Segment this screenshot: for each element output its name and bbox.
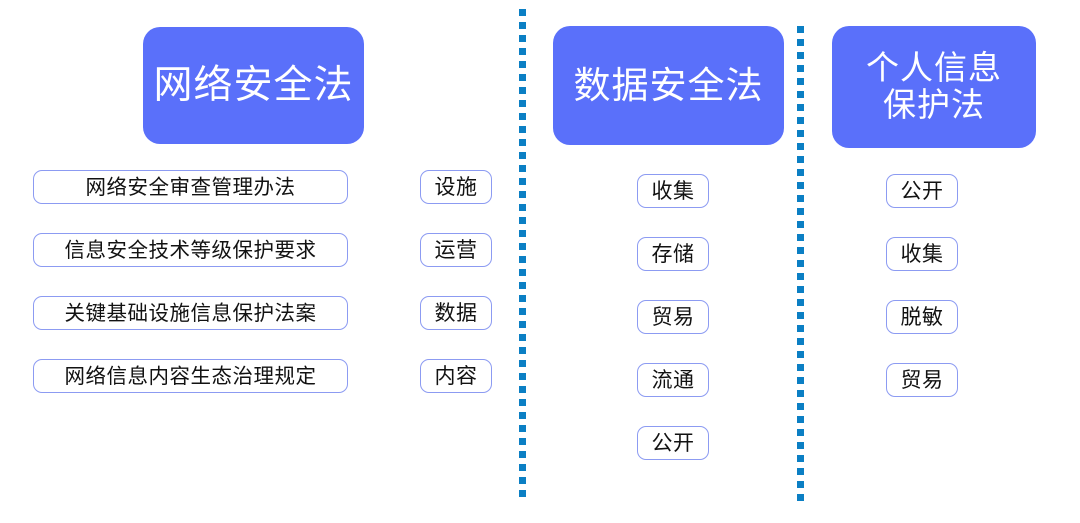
category-tag-label: 运营 xyxy=(434,237,478,262)
regulation-box[interactable]: 信息安全技术等级保护要求 xyxy=(33,233,348,267)
regulation-box[interactable]: 网络信息内容生态治理规定 xyxy=(33,359,348,393)
regulation-box[interactable]: 关键基础设施信息保护法案 xyxy=(33,296,348,330)
dotted-divider-icon xyxy=(797,26,804,506)
category-tag-box[interactable]: 贸易 xyxy=(637,300,709,334)
regulation-box[interactable]: 网络安全审查管理办法 xyxy=(33,170,348,204)
category-tag-label: 流通 xyxy=(651,367,695,392)
category-tag-label: 存储 xyxy=(651,241,695,266)
column-header-line: 网络安全法 xyxy=(153,62,354,108)
category-tag-label: 脱敏 xyxy=(900,304,944,329)
category-tag-box[interactable]: 贸易 xyxy=(886,363,958,397)
column-header-data-security-law: 数据安全法 xyxy=(553,26,784,145)
dotted-divider-icon xyxy=(519,9,526,498)
category-tag-box[interactable]: 收集 xyxy=(637,174,709,208)
column-header-line: 个人信息 xyxy=(866,48,1002,88)
category-tag-box[interactable]: 公开 xyxy=(637,426,709,460)
regulation-label: 网络安全审查管理办法 xyxy=(85,174,296,199)
column-header-personal-information-protection-law: 个人信息 保护法 xyxy=(832,26,1036,148)
category-tag-box[interactable]: 运营 xyxy=(420,233,492,267)
regulation-label: 网络信息内容生态治理规定 xyxy=(64,363,317,388)
category-tag-label: 公开 xyxy=(651,430,695,455)
regulation-label: 关键基础设施信息保护法案 xyxy=(64,300,317,325)
category-tag-label: 设施 xyxy=(434,174,478,199)
column-header-line: 保护法 xyxy=(883,85,985,124)
category-tag-box[interactable]: 流通 xyxy=(637,363,709,397)
category-tag-label: 公开 xyxy=(900,178,944,203)
regulation-label: 信息安全技术等级保护要求 xyxy=(64,237,317,262)
category-tag-label: 内容 xyxy=(434,363,478,388)
category-tag-box[interactable]: 设施 xyxy=(420,170,492,204)
column-header-line: 数据安全法 xyxy=(573,63,764,107)
category-tag-box[interactable]: 收集 xyxy=(886,237,958,271)
category-tag-label: 数据 xyxy=(434,300,478,325)
category-tag-box[interactable]: 数据 xyxy=(420,296,492,330)
category-tag-label: 贸易 xyxy=(651,304,695,329)
category-tag-label: 贸易 xyxy=(900,367,944,392)
category-tag-label: 收集 xyxy=(900,241,944,266)
category-tag-box[interactable]: 存储 xyxy=(637,237,709,271)
category-tag-box[interactable]: 脱敏 xyxy=(886,300,958,334)
category-tag-box[interactable]: 公开 xyxy=(886,174,958,208)
column-header-cybersecurity-law: 网络安全法 xyxy=(143,27,364,144)
category-tag-label: 收集 xyxy=(651,178,695,203)
category-tag-box[interactable]: 内容 xyxy=(420,359,492,393)
